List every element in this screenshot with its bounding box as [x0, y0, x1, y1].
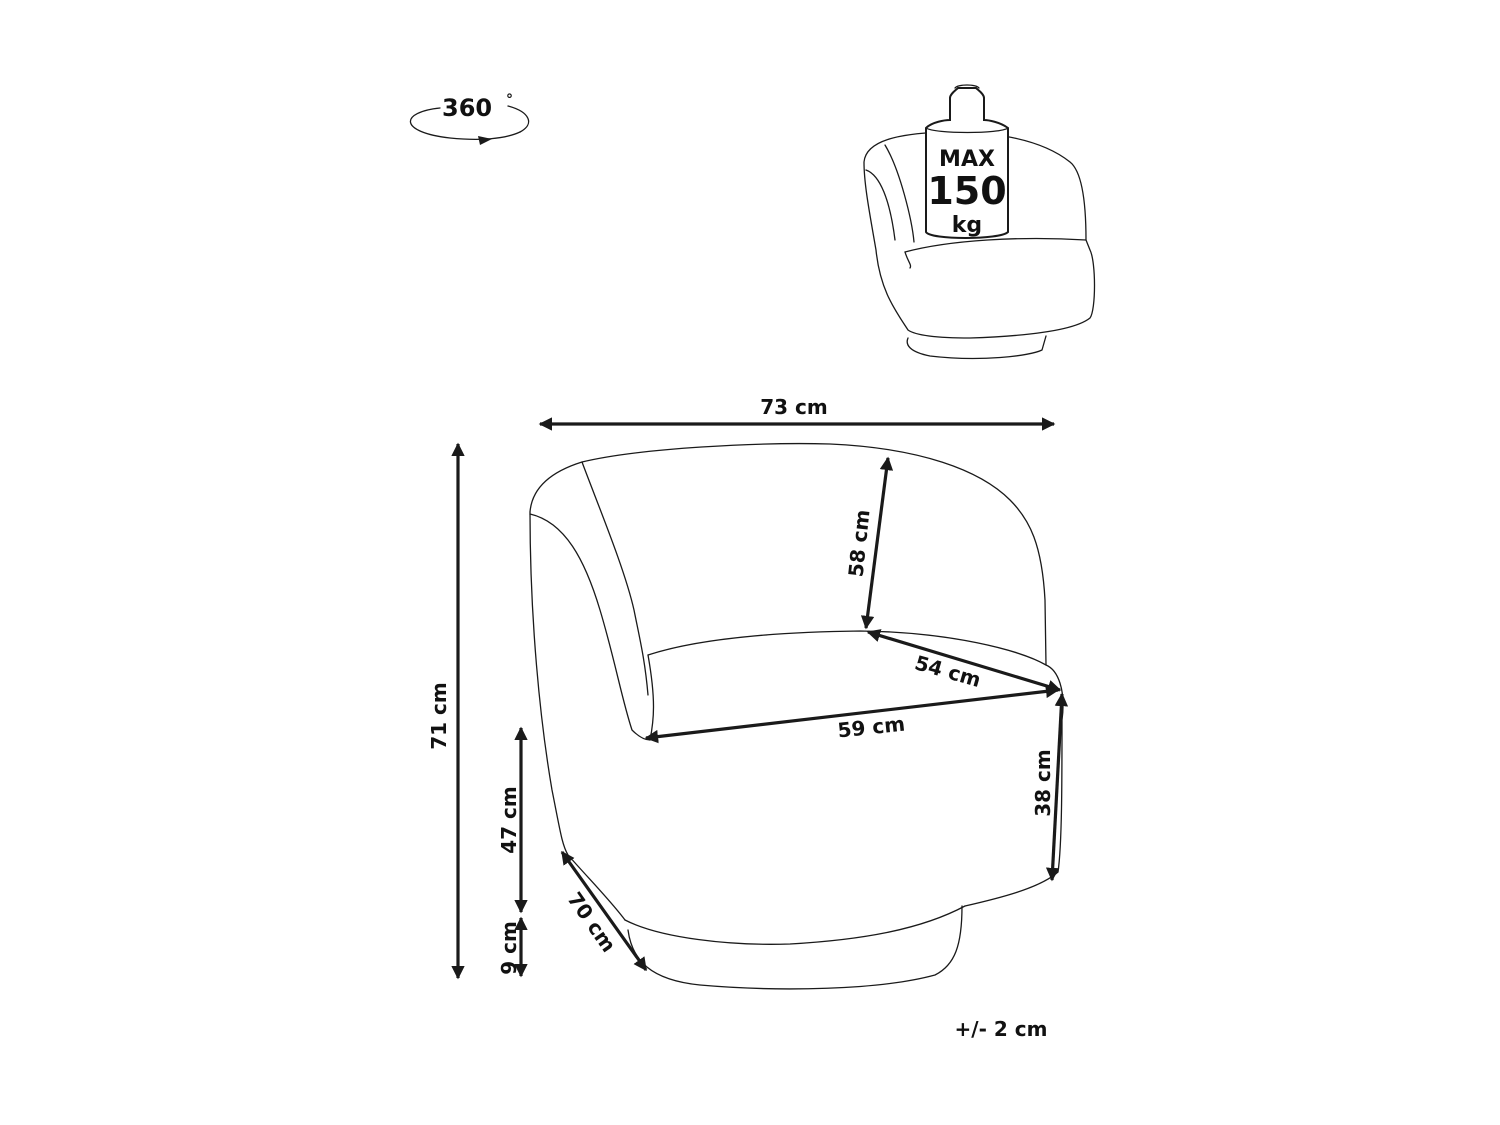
chair-outline [529, 442, 1064, 990]
label-total-height: 71 cm [427, 682, 451, 750]
label-total-width: 73 cm [760, 395, 828, 419]
max-label: MAX [939, 147, 995, 172]
rotation-label: 360 [442, 94, 492, 122]
label-seat-width: 59 cm [836, 712, 906, 743]
tolerance-note: +/- 2 cm [955, 1017, 1048, 1041]
max-load-unit: kg [952, 213, 982, 238]
label-base-height: 9 cm [497, 921, 521, 975]
arrow-seat-width [644, 684, 1060, 744]
arrow-seat-front-height [1045, 692, 1069, 882]
dimension-arrows [451, 417, 1069, 980]
weight-on-chair-icon: MAX 150 kg [863, 84, 1096, 360]
label-seat-front-height: 38 cm [1031, 749, 1055, 817]
arrow-backrest-height [860, 456, 894, 630]
rotate-360-icon: 360 ° [409, 92, 530, 145]
arrow-seat-depth [866, 629, 1062, 693]
arrow-total-depth [560, 850, 648, 972]
label-seat-height: 47 cm [497, 786, 521, 854]
degree-symbol: ° [506, 92, 513, 108]
label-backrest-height: 58 cm [844, 508, 875, 578]
max-load-value: 150 [927, 169, 1006, 213]
